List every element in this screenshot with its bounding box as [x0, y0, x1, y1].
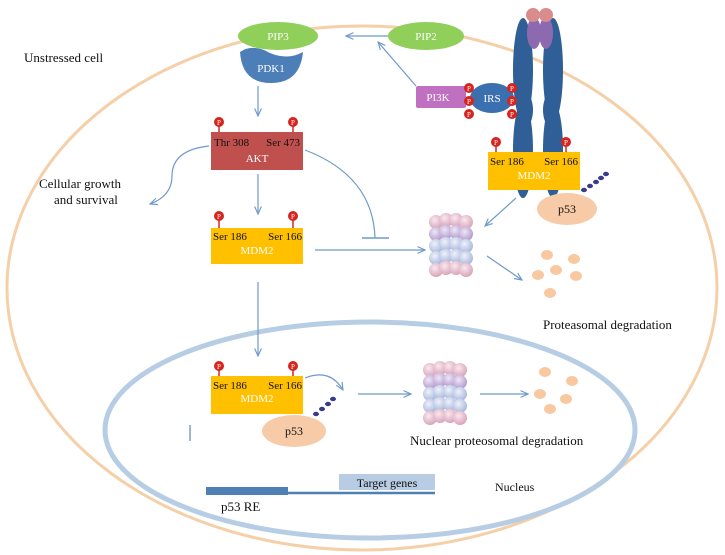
irs-node: [470, 83, 514, 113]
irs-label: IRS: [483, 93, 500, 105]
svg-text:P: P: [510, 111, 514, 119]
svg-text:P: P: [494, 139, 498, 147]
akt-node: P P Thr 308 Ser 473 AKT: [211, 117, 303, 170]
growth-label-2: and survival: [54, 192, 118, 207]
nucleus-label: Nucleus: [495, 480, 535, 494]
pdk1-node: [240, 47, 303, 83]
akt-ser-label: Ser 473: [266, 137, 300, 149]
svg-text:P: P: [217, 213, 221, 221]
pdk1-label: PDK1: [257, 63, 285, 75]
target-genes-box: [339, 474, 435, 490]
pi3k-phospho-group: P P P P P P: [464, 83, 517, 119]
akt-inhibition-line: [304, 149, 376, 239]
akt-thr-label: Thr 308: [214, 137, 250, 149]
target-genes-label: Target genes: [357, 476, 418, 490]
svg-text:MDM2: MDM2: [240, 393, 273, 405]
svg-text:MDM2: MDM2: [517, 170, 550, 182]
svg-text:P: P: [217, 119, 221, 127]
pip3-label: PIP3: [267, 31, 289, 43]
pi3k-to-pip2-arrow: [378, 42, 417, 87]
svg-text:P: P: [467, 98, 471, 106]
svg-text:Ser 186: Ser 186: [213, 231, 247, 243]
svg-text:Ser 186: Ser 186: [213, 380, 247, 392]
ubiquitination-arrow: [304, 374, 343, 390]
svg-text:P: P: [510, 85, 514, 93]
akt-label: AKT: [246, 153, 269, 165]
svg-text:P: P: [217, 363, 221, 371]
svg-text:P: P: [467, 111, 471, 119]
nucleus-membrane: [102, 319, 638, 541]
svg-text:P: P: [564, 139, 568, 147]
svg-text:Ser 166: Ser 166: [544, 156, 578, 168]
pip2-label: PIP2: [415, 31, 436, 43]
complex-to-proteasome-arrow: [485, 197, 517, 226]
p53-re-label: p53 RE: [221, 499, 260, 514]
proteasomal-degradation-label: Proteasomal degradation: [543, 317, 672, 332]
mdm2-nucleus: P P Ser 186 Ser 166 MDM2 p53: [211, 361, 336, 447]
svg-text:P: P: [291, 213, 295, 221]
svg-text:Ser 186: Ser 186: [490, 156, 524, 168]
pi3k-label: PI3K: [426, 92, 449, 104]
svg-text:MDM2: MDM2: [240, 245, 273, 257]
svg-text:P: P: [467, 85, 471, 93]
ubiquitin-chain-nucleus: [313, 396, 336, 417]
growth-label-1: Cellular growth: [39, 176, 121, 191]
svg-text:p53: p53: [558, 202, 576, 216]
akt-to-growth-arrow: [150, 145, 210, 204]
mdm2-p53-complex: P P Ser 186 Ser 166 MDM2 p53: [488, 137, 609, 225]
svg-text:Ser 166: Ser 166: [268, 380, 302, 392]
unstressed-cell-label: Unstressed cell: [24, 50, 103, 65]
mdm2-cytoplasm: P P Ser 186 Ser 166 MDM2: [211, 211, 303, 264]
svg-text:Ser 166: Ser 166: [268, 231, 302, 243]
proteasome-nucleus: [423, 361, 467, 425]
nuclear-degradation-label: Nuclear proteosomal degradation: [410, 433, 584, 448]
peptide-fragments-upper: [532, 250, 582, 298]
proteasome-cytoplasm: [429, 213, 473, 277]
pip3-node: [238, 22, 318, 50]
svg-text:P: P: [510, 98, 514, 106]
ubiquitin-chain-upper: [581, 171, 609, 193]
proteasome-to-fragments-arrow: [486, 255, 522, 280]
pip2-node: [388, 22, 464, 50]
peptide-fragments-nucleus: [534, 367, 578, 414]
pi3k-node: [416, 86, 466, 108]
p53-re-box: [206, 487, 288, 495]
svg-text:P: P: [291, 119, 295, 127]
svg-text:p53: p53: [285, 424, 303, 438]
svg-text:P: P: [291, 363, 295, 371]
cell-membrane: [5, 24, 719, 552]
